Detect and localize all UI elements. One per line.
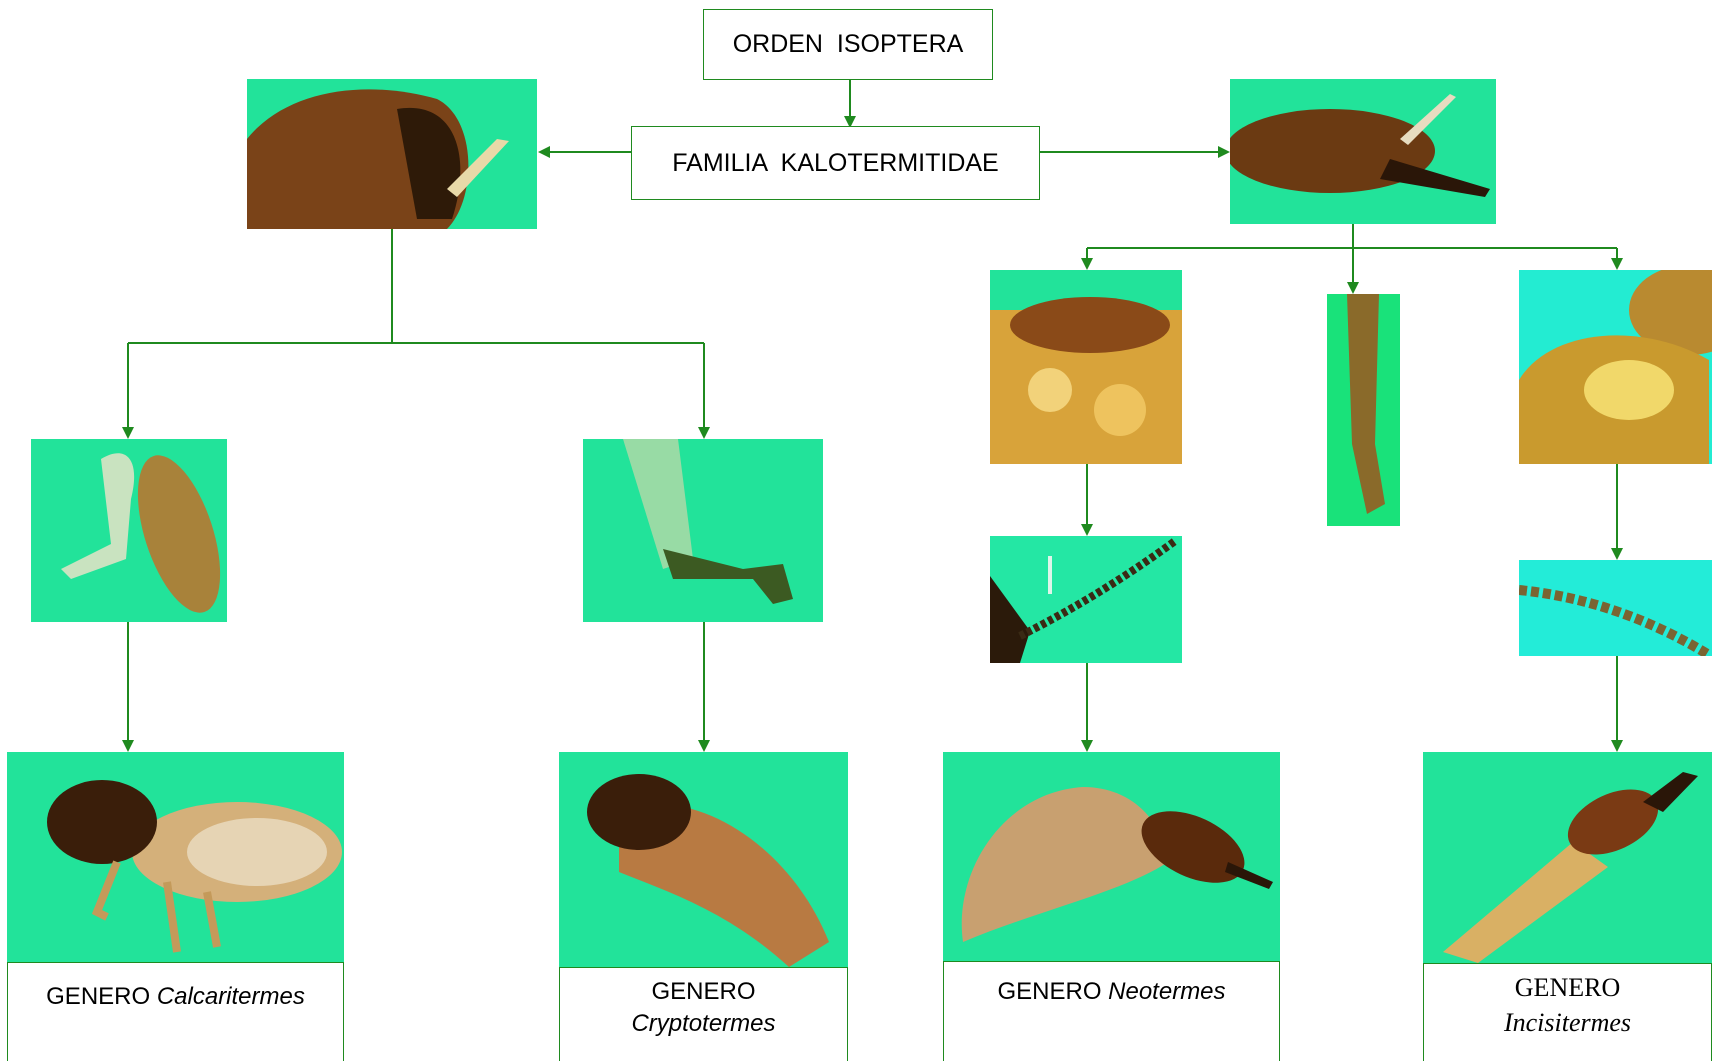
photo-cryptotermes (559, 752, 848, 967)
genus-name: Cryptotermes (631, 1010, 775, 1037)
photo-antenna-neo (990, 536, 1182, 663)
photo-neotermes (943, 752, 1280, 961)
genus-name: Incisitermes (1504, 1008, 1631, 1037)
genus-caption-neotermes: GENERO Neotermes (943, 961, 1280, 1061)
family-label: FAMILIA KALOTERMITIDAE (672, 149, 998, 178)
photo-head-left (247, 79, 537, 229)
genus-caption-cryptotermes: GENERO Cryptotermes (559, 967, 848, 1061)
photo-incisitermes (1423, 752, 1712, 963)
photo-antenna-inci (1519, 560, 1712, 656)
genus-prefix: GENERO (46, 983, 150, 1010)
genus-prefix: GENERO (997, 978, 1101, 1005)
genus-prefix: GENERO (1424, 970, 1711, 1005)
photo-head-right (1230, 79, 1496, 224)
photo-calcaritermes (7, 752, 344, 962)
photo-pronotum-c (1519, 270, 1712, 464)
genus-caption-calcaritermes: GENERO Calcaritermes (7, 962, 344, 1061)
family-box: FAMILIA KALOTERMITIDAE (631, 126, 1040, 200)
photo-leg-a (31, 439, 227, 622)
order-box: ORDEN ISOPTERA (703, 9, 993, 80)
genus-prefix: GENERO (560, 976, 847, 1008)
photo-leg-b (583, 439, 823, 622)
order-label: ORDEN ISOPTERA (733, 30, 964, 59)
photo-pronotum-a (990, 270, 1182, 464)
genus-name: Neotermes (1108, 978, 1225, 1005)
genus-name: Calcaritermes (157, 983, 305, 1010)
genus-caption-incisitermes: GENERO Incisitermes (1423, 963, 1712, 1061)
photo-mandible (1327, 294, 1400, 526)
